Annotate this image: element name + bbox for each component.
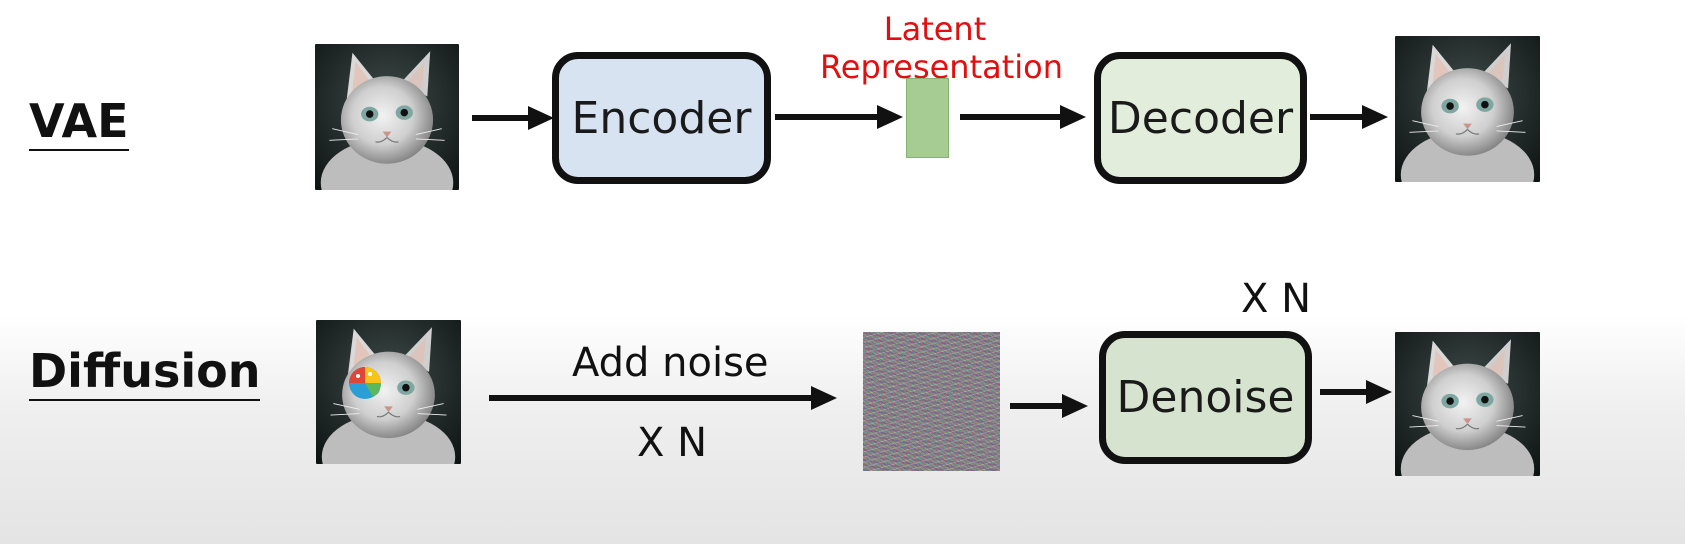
- decoder-label: Decoder: [1107, 92, 1294, 144]
- denoise-repeat-label: X N: [1241, 276, 1312, 322]
- denoise-label: Denoise: [1116, 372, 1295, 423]
- encoder-label: Encoder: [571, 92, 752, 144]
- latent-representation-block: [906, 78, 949, 158]
- encoder-box: Encoder: [552, 52, 771, 184]
- noise-image: [863, 332, 1000, 471]
- latent-representation-label: Latent Representation: [820, 10, 1063, 86]
- add-noise-label: Add noise: [572, 340, 769, 386]
- colorful-sticker-icon: [348, 366, 382, 400]
- vae-row-label: VAE: [29, 96, 129, 151]
- vae-output-cat-image: [1395, 36, 1540, 182]
- decoder-box: Decoder: [1094, 52, 1307, 184]
- denoise-box: Denoise: [1099, 331, 1312, 464]
- latent-label-line1: Latent: [883, 10, 987, 48]
- diffusion-output-cat-image: [1395, 332, 1540, 476]
- diffusion-input-cat-image: [316, 320, 461, 464]
- vae-input-cat-image: [315, 44, 459, 190]
- add-noise-repeat-label: X N: [637, 420, 708, 466]
- diffusion-row-label: Diffusion: [29, 346, 261, 401]
